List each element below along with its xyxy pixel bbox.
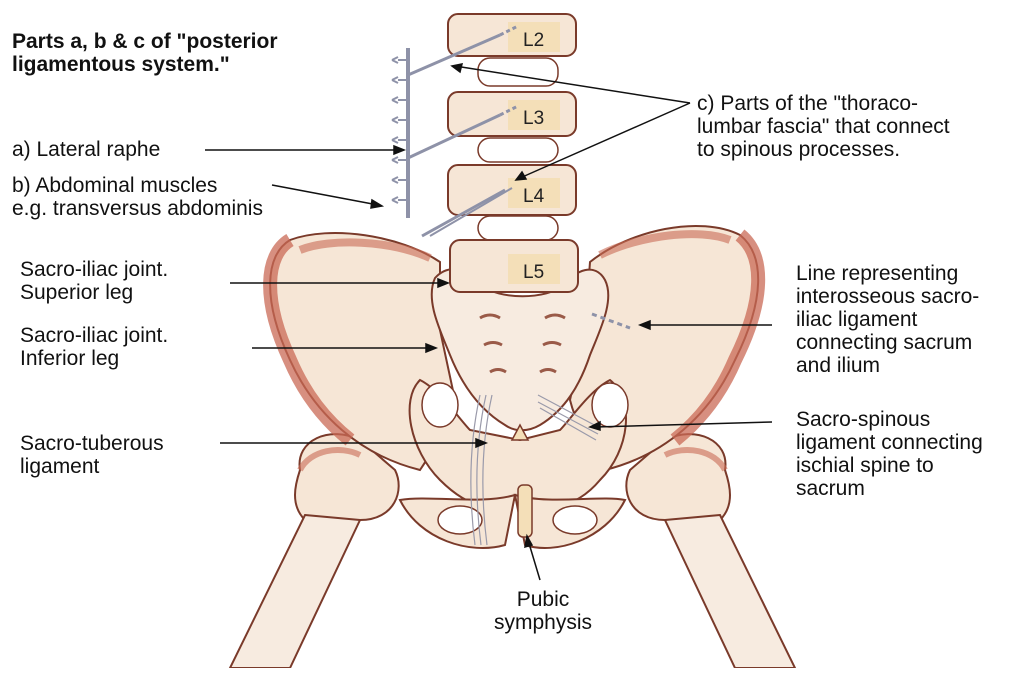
- title-line: ligamentous system.": [12, 53, 278, 76]
- label-pubic-symphysis: Pubic symphysis: [488, 588, 598, 634]
- label-line: Sacro-tuberous: [20, 432, 164, 455]
- label-sacrotuberous: Sacro-tuberous ligament: [20, 432, 164, 478]
- vertebra-label-l5: L5: [523, 262, 544, 283]
- right-femur: [626, 434, 795, 668]
- left-femur: [230, 434, 399, 668]
- label-thoracolumbar-fascia: c) Parts of the "thoraco- lumbar fascia"…: [697, 92, 950, 161]
- label-interosseous: Line representing interosseous sacro- il…: [796, 262, 979, 377]
- label-line: to spinous processes.: [697, 138, 950, 161]
- diagram-title: Parts a, b & c of "posterior ligamentous…: [12, 30, 278, 76]
- label-line: Sacro-iliac joint.: [20, 258, 168, 281]
- label-si-inferior: Sacro-iliac joint. Inferior leg: [20, 324, 168, 370]
- label-lateral-raphe: a) Lateral raphe: [12, 138, 160, 161]
- label-abdominal-muscles: b) Abdominal muscles e.g. transversus ab…: [12, 174, 263, 220]
- title-line: Parts a, b & c of "posterior: [12, 30, 278, 53]
- label-line: Sacro-iliac joint.: [20, 324, 168, 347]
- label-line: a) Lateral raphe: [12, 138, 160, 161]
- label-line: connecting sacrum: [796, 331, 979, 354]
- label-line: lumbar fascia" that connect: [697, 115, 950, 138]
- label-line: symphysis: [488, 611, 598, 634]
- label-si-superior: Sacro-iliac joint. Superior leg: [20, 258, 168, 304]
- vertebra-label-l3: L3: [523, 108, 544, 129]
- label-line: Pubic: [488, 588, 598, 611]
- label-line: Line representing: [796, 262, 979, 285]
- label-line: c) Parts of the "thoraco-: [697, 92, 950, 115]
- label-line: and ilium: [796, 354, 979, 377]
- vertebra-label-l4: L4: [523, 186, 545, 207]
- pubic-symphysis-shape: [518, 485, 532, 537]
- label-line: b) Abdominal muscles: [12, 174, 263, 197]
- vertebra-label-l2: L2: [523, 30, 544, 51]
- lumbar-spine: L2 L3 L4 L5: [448, 14, 578, 292]
- label-line: iliac ligament: [796, 308, 979, 331]
- label-line: ligament connecting: [796, 431, 983, 454]
- label-line: interosseous sacro-: [796, 285, 979, 308]
- label-sacrospinous: Sacro-spinous ligament connecting ischia…: [796, 408, 983, 500]
- label-line: Sacro-spinous: [796, 408, 983, 431]
- label-line: ischial spine to: [796, 454, 983, 477]
- label-line: ligament: [20, 455, 164, 478]
- label-line: sacrum: [796, 477, 983, 500]
- label-line: e.g. transversus abdominis: [12, 197, 263, 220]
- label-line: Superior leg: [20, 281, 168, 304]
- label-line: Inferior leg: [20, 347, 168, 370]
